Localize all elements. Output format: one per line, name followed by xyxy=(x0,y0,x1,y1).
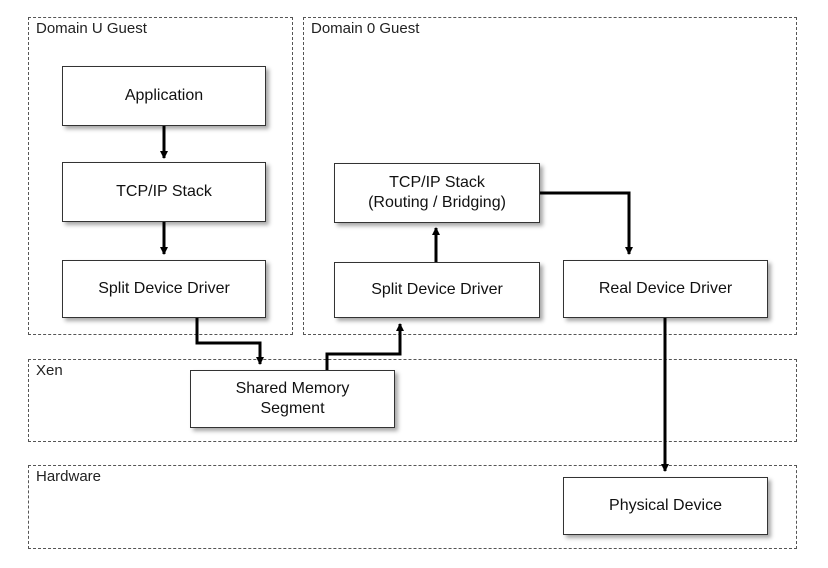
domain-0-guest-region: Domain 0 Guest xyxy=(303,17,797,335)
arrow-split-to-shared-memory xyxy=(195,318,264,365)
domu-tcpip-stack-box: TCP/IP Stack xyxy=(62,162,266,222)
domain-0-guest-label: Domain 0 Guest xyxy=(311,20,420,37)
xen-region: Xen xyxy=(28,359,797,442)
shared-memory-segment-box: Shared Memory Segment xyxy=(190,370,395,428)
dom0-tcpip-stack-box: TCP/IP Stack (Routing / Bridging) xyxy=(334,163,540,223)
dom0-split-device-driver-box: Split Device Driver xyxy=(334,262,540,318)
arrow-shared-memory-to-dom0-split xyxy=(325,323,404,372)
application-box: Application xyxy=(62,66,266,126)
xen-label: Xen xyxy=(36,362,63,379)
domain-u-guest-region: Domain U Guest xyxy=(28,17,293,335)
hardware-region: Hardware xyxy=(28,465,797,549)
hardware-label: Hardware xyxy=(36,468,102,485)
physical-device-box: Physical Device xyxy=(563,477,768,535)
arrow-tcpip-to-real-driver xyxy=(540,191,633,255)
domu-split-device-driver-box: Split Device Driver xyxy=(62,260,266,318)
domain-u-guest-label: Domain U Guest xyxy=(36,20,147,37)
real-device-driver-box: Real Device Driver xyxy=(563,260,768,318)
